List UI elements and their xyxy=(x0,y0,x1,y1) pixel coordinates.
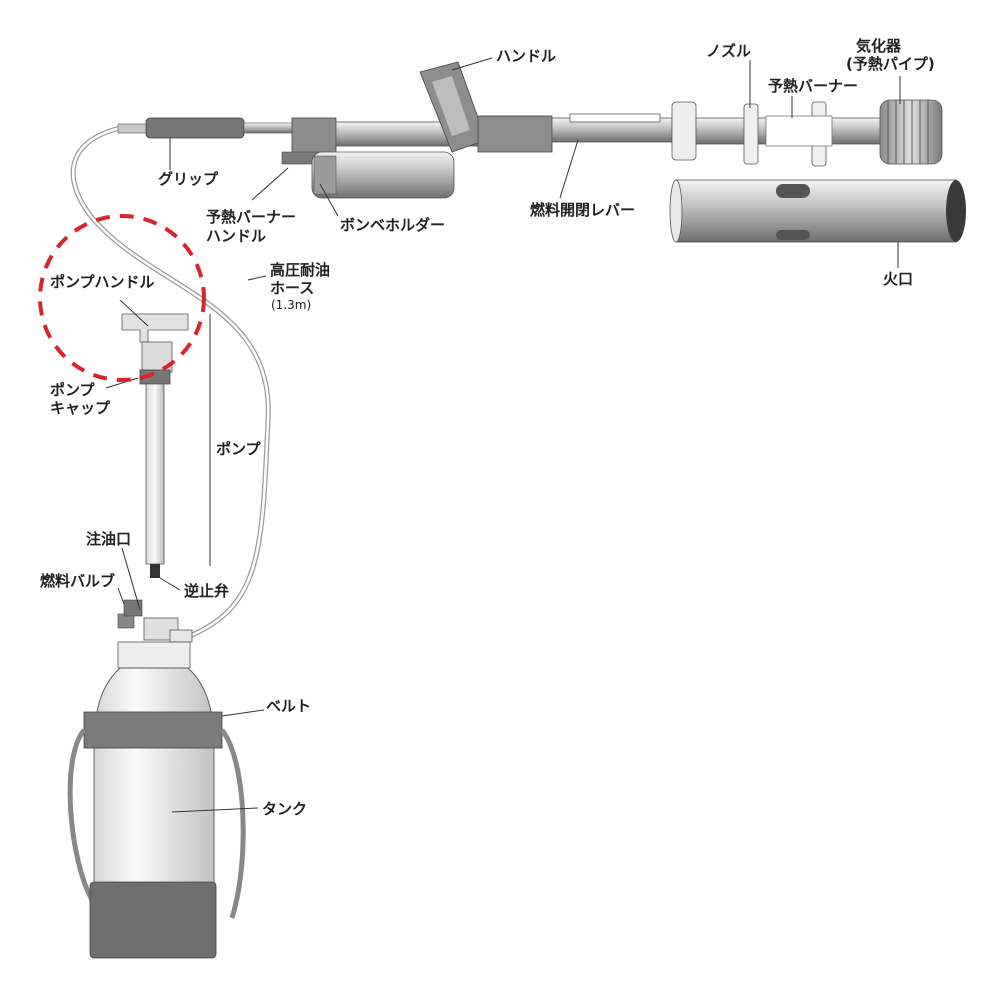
pump xyxy=(121,313,189,578)
high-pressure-hose xyxy=(70,125,271,643)
label-hose-length: (1.3m) xyxy=(271,298,312,312)
label-pump-cap-2: キャップ xyxy=(50,399,111,417)
label-handle: ハンドル xyxy=(496,47,557,65)
nozzle xyxy=(743,103,759,165)
label-vaporizer: 気化器 xyxy=(856,37,902,55)
pump-handle xyxy=(121,313,189,343)
belt-band xyxy=(83,711,223,749)
label-vaporizer-sub: (予熱パイプ) xyxy=(846,55,935,73)
label-belt: ベルト xyxy=(266,697,312,715)
label-tank: タンク xyxy=(262,800,308,818)
label-pump-cap-1: ポンプ xyxy=(50,381,95,399)
label-fill-port: 注油口 xyxy=(86,530,132,548)
label-pump-handle: ポンプハンドル xyxy=(50,273,155,291)
burner-lance xyxy=(117,61,943,199)
grip xyxy=(145,117,245,139)
label-hose-2: ホース xyxy=(270,279,315,297)
label-fuel-valve: 燃料バルブ xyxy=(40,572,116,590)
label-hose-1: 高圧耐油 xyxy=(270,261,331,279)
fuel-lever xyxy=(569,113,661,123)
preheat-burner xyxy=(765,115,833,147)
fire-port-tube xyxy=(669,179,966,243)
label-grip: グリップ xyxy=(158,170,219,188)
label-pump: ポンプ xyxy=(216,440,261,458)
label-nozzle: ノズル xyxy=(706,42,752,60)
tank xyxy=(67,599,246,959)
label-preheat-handle-1: 予熱バーナー xyxy=(206,208,297,226)
label-preheat-burner: 予熱バーナー xyxy=(768,77,859,95)
label-check-valve: 逆止弁 xyxy=(184,582,230,600)
label-fire-port: 火口 xyxy=(883,270,914,288)
leader-lines xyxy=(105,57,901,813)
label-preheat-handle-2: ハンドル xyxy=(206,227,267,245)
label-fuel-lever: 燃料開閉レバー xyxy=(530,201,636,219)
highlight-circle xyxy=(38,214,206,382)
cylinder-holder xyxy=(311,151,455,199)
label-cylinder-holder: ボンベホルダー xyxy=(340,216,446,234)
vaporizer-coil xyxy=(879,99,943,165)
